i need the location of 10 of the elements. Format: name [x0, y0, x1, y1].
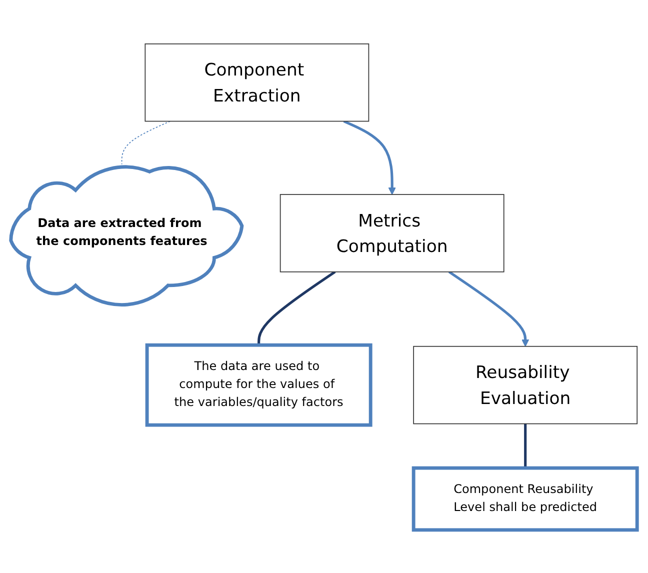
connector — [524, 423, 527, 468]
arrow — [448, 270, 530, 346]
node-box: Metrics Computation — [280, 194, 504, 272]
node-box: Component Extraction — [144, 43, 370, 122]
arrow — [343, 120, 396, 194]
node-box: The data are used to compute for the values of the variables/quality factors — [145, 342, 372, 426]
node-box: Component Reusability Level shall be predicted — [412, 466, 639, 532]
connector — [258, 270, 336, 345]
node-box: Reusability Evaluation — [413, 346, 638, 424]
connector — [121, 120, 170, 164]
